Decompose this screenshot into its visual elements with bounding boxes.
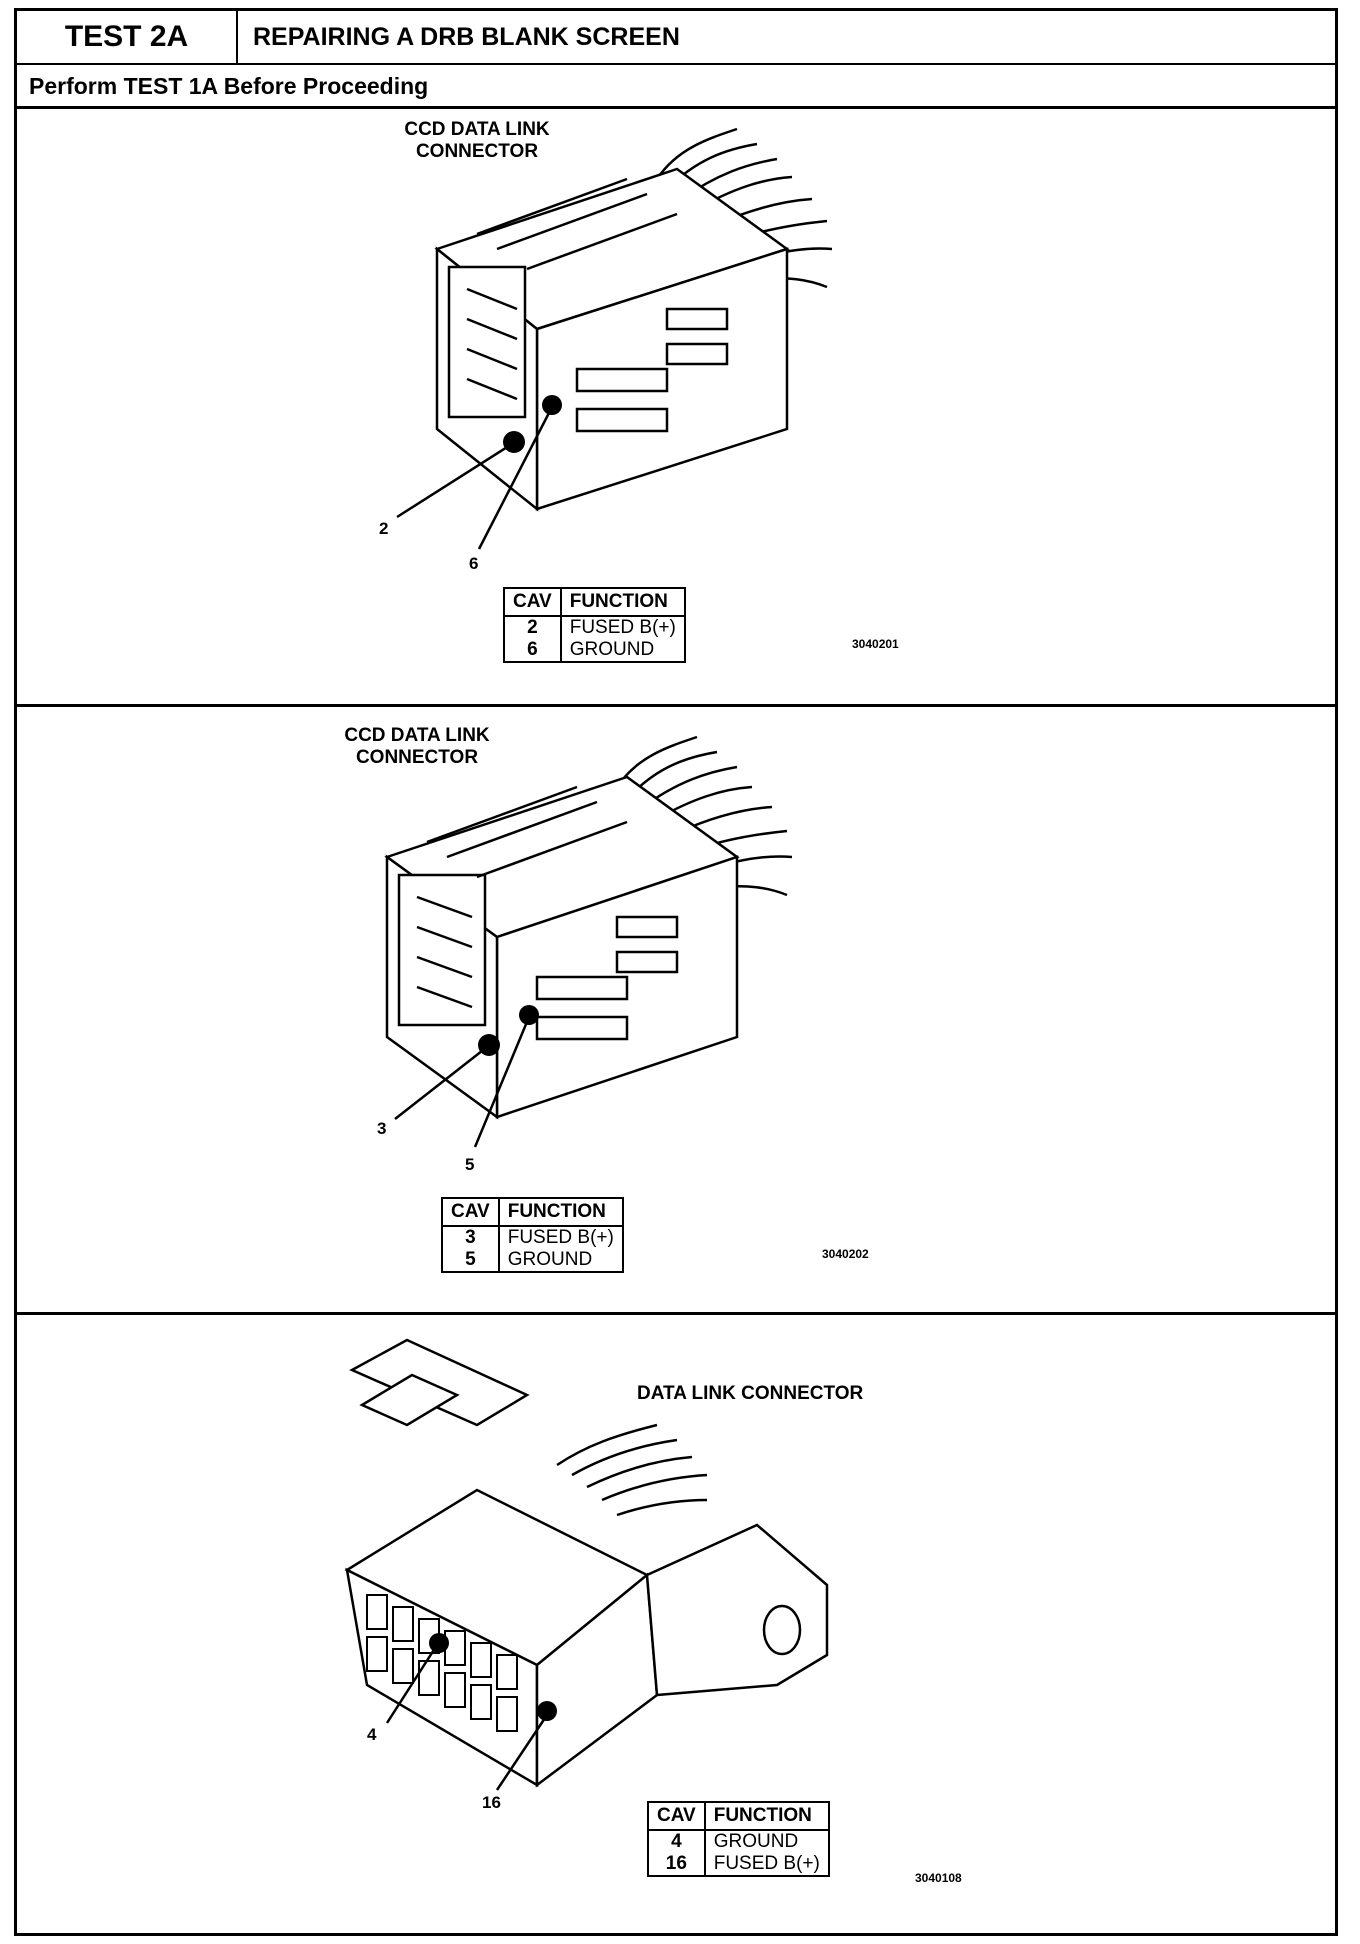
pin-label-a: 4 bbox=[367, 1725, 377, 1744]
table-header-cav: CAV bbox=[647, 1801, 706, 1831]
cavity-function-table: CAV FUNCTION 2 FUSED B(+) 6 GROUND bbox=[503, 587, 686, 663]
cav-cell: 5 bbox=[441, 1249, 500, 1272]
connector-label-2: CCD DATA LINK CONNECTOR bbox=[317, 725, 517, 769]
function-cell: GROUND bbox=[559, 639, 686, 662]
pin-label-a: 3 bbox=[377, 1119, 387, 1138]
connector-label-line2: CONNECTOR bbox=[415, 141, 539, 162]
table-header-function: FUNCTION bbox=[703, 1801, 830, 1831]
figure-id: 3040201 bbox=[852, 637, 899, 651]
test-title: REPAIRING A DRB BLANK SCREEN bbox=[253, 23, 680, 51]
ccd-connector-drawing-2 bbox=[384, 735, 793, 1148]
figure-id: 3040108 bbox=[915, 1871, 962, 1885]
table-header-function: FUNCTION bbox=[559, 587, 686, 617]
connector-label-line2: CONNECTOR bbox=[355, 747, 479, 768]
pin-label-b: 16 bbox=[482, 1793, 501, 1812]
table-row: 4 GROUND bbox=[647, 1830, 830, 1853]
function-cell: GROUND bbox=[703, 1830, 830, 1853]
data-link-connector-drawing bbox=[344, 1338, 829, 1791]
ccd-connector-drawing-1 bbox=[396, 127, 833, 550]
pin-label-a: 2 bbox=[379, 519, 389, 538]
table-row: 5 GROUND bbox=[441, 1249, 624, 1272]
cav-cell: 4 bbox=[647, 1830, 706, 1853]
connector-label-line1: CCD DATA LINK bbox=[404, 119, 550, 140]
function-cell: FUSED B(+) bbox=[703, 1853, 830, 1876]
pin-label-b: 6 bbox=[469, 554, 479, 573]
prerequisite-note: Perform TEST 1A Before Proceeding bbox=[17, 63, 1335, 109]
cav-cell: 6 bbox=[503, 639, 562, 662]
panel-ccd-connector-2: CCD DATA LINK CONNECTOR 3 5 CAV FUNCTION… bbox=[17, 707, 1335, 1315]
test-id: TEST 2A bbox=[17, 11, 238, 63]
function-cell: FUSED B(+) bbox=[497, 1226, 624, 1249]
table-row: 6 GROUND bbox=[503, 639, 686, 662]
cav-cell: 3 bbox=[441, 1226, 500, 1249]
connector-label-1: CCD DATA LINK CONNECTOR bbox=[377, 119, 577, 163]
table-row: 2 FUSED B(+) bbox=[503, 616, 686, 639]
header-row: TEST 2A REPAIRING A DRB BLANK SCREEN bbox=[17, 11, 1335, 65]
diagram-frame: TEST 2A REPAIRING A DRB BLANK SCREEN Per… bbox=[14, 8, 1338, 1936]
function-cell: GROUND bbox=[497, 1249, 624, 1272]
cavity-function-table: CAV FUNCTION 4 GROUND 16 FUSED B(+) bbox=[647, 1801, 830, 1877]
cavity-function-table: CAV FUNCTION 3 FUSED B(+) 5 GROUND bbox=[441, 1197, 624, 1273]
table-row: 16 FUSED B(+) bbox=[647, 1853, 830, 1876]
table-header-function: FUNCTION bbox=[497, 1197, 624, 1227]
table-header-cav: CAV bbox=[503, 587, 562, 617]
cav-cell: 2 bbox=[503, 616, 562, 639]
figure-id: 3040202 bbox=[822, 1247, 869, 1261]
connector-label-line1: CCD DATA LINK bbox=[344, 725, 490, 746]
table-row: 3 FUSED B(+) bbox=[441, 1226, 624, 1249]
pin-label-b: 5 bbox=[465, 1155, 475, 1174]
table-header-cav: CAV bbox=[441, 1197, 500, 1227]
panel-data-link-connector: DATA LINK CONNECTOR 4 16 CAV FUNCTION 4 … bbox=[17, 1315, 1335, 1933]
function-cell: FUSED B(+) bbox=[559, 616, 686, 639]
connector-label-3: DATA LINK CONNECTOR bbox=[637, 1383, 864, 1404]
cav-cell: 16 bbox=[647, 1853, 706, 1876]
panel-ccd-connector-1: CCD DATA LINK CONNECTOR 2 6 CAV FUNCTION… bbox=[17, 109, 1335, 707]
